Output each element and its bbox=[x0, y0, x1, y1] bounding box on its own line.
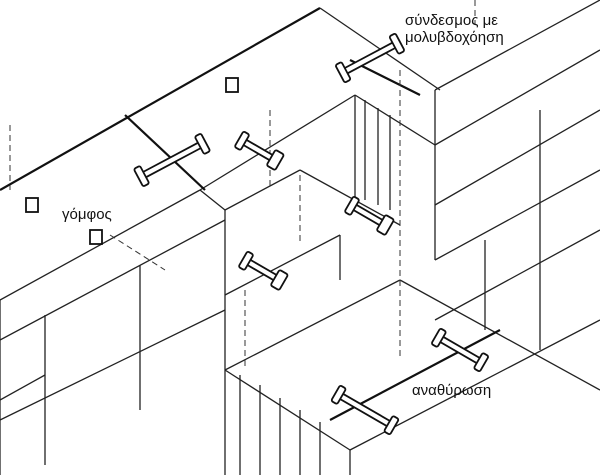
clamp-label-line1: σύνδεσμος με bbox=[405, 12, 498, 29]
anathyrosis-label: αναθύρωση bbox=[412, 382, 492, 399]
clamp-label-line2: μολυβδοχόηση bbox=[405, 29, 504, 46]
dowel-label: γόμφος bbox=[62, 206, 112, 223]
upper-course bbox=[0, 0, 600, 350]
hidden-lines bbox=[9, 0, 476, 370]
dowels bbox=[25, 77, 239, 245]
middle-course bbox=[0, 169, 401, 475]
double-t-clamps bbox=[133, 33, 489, 435]
clamp-label: σύνδεσμος με μολυβδοχόηση bbox=[405, 12, 504, 46]
